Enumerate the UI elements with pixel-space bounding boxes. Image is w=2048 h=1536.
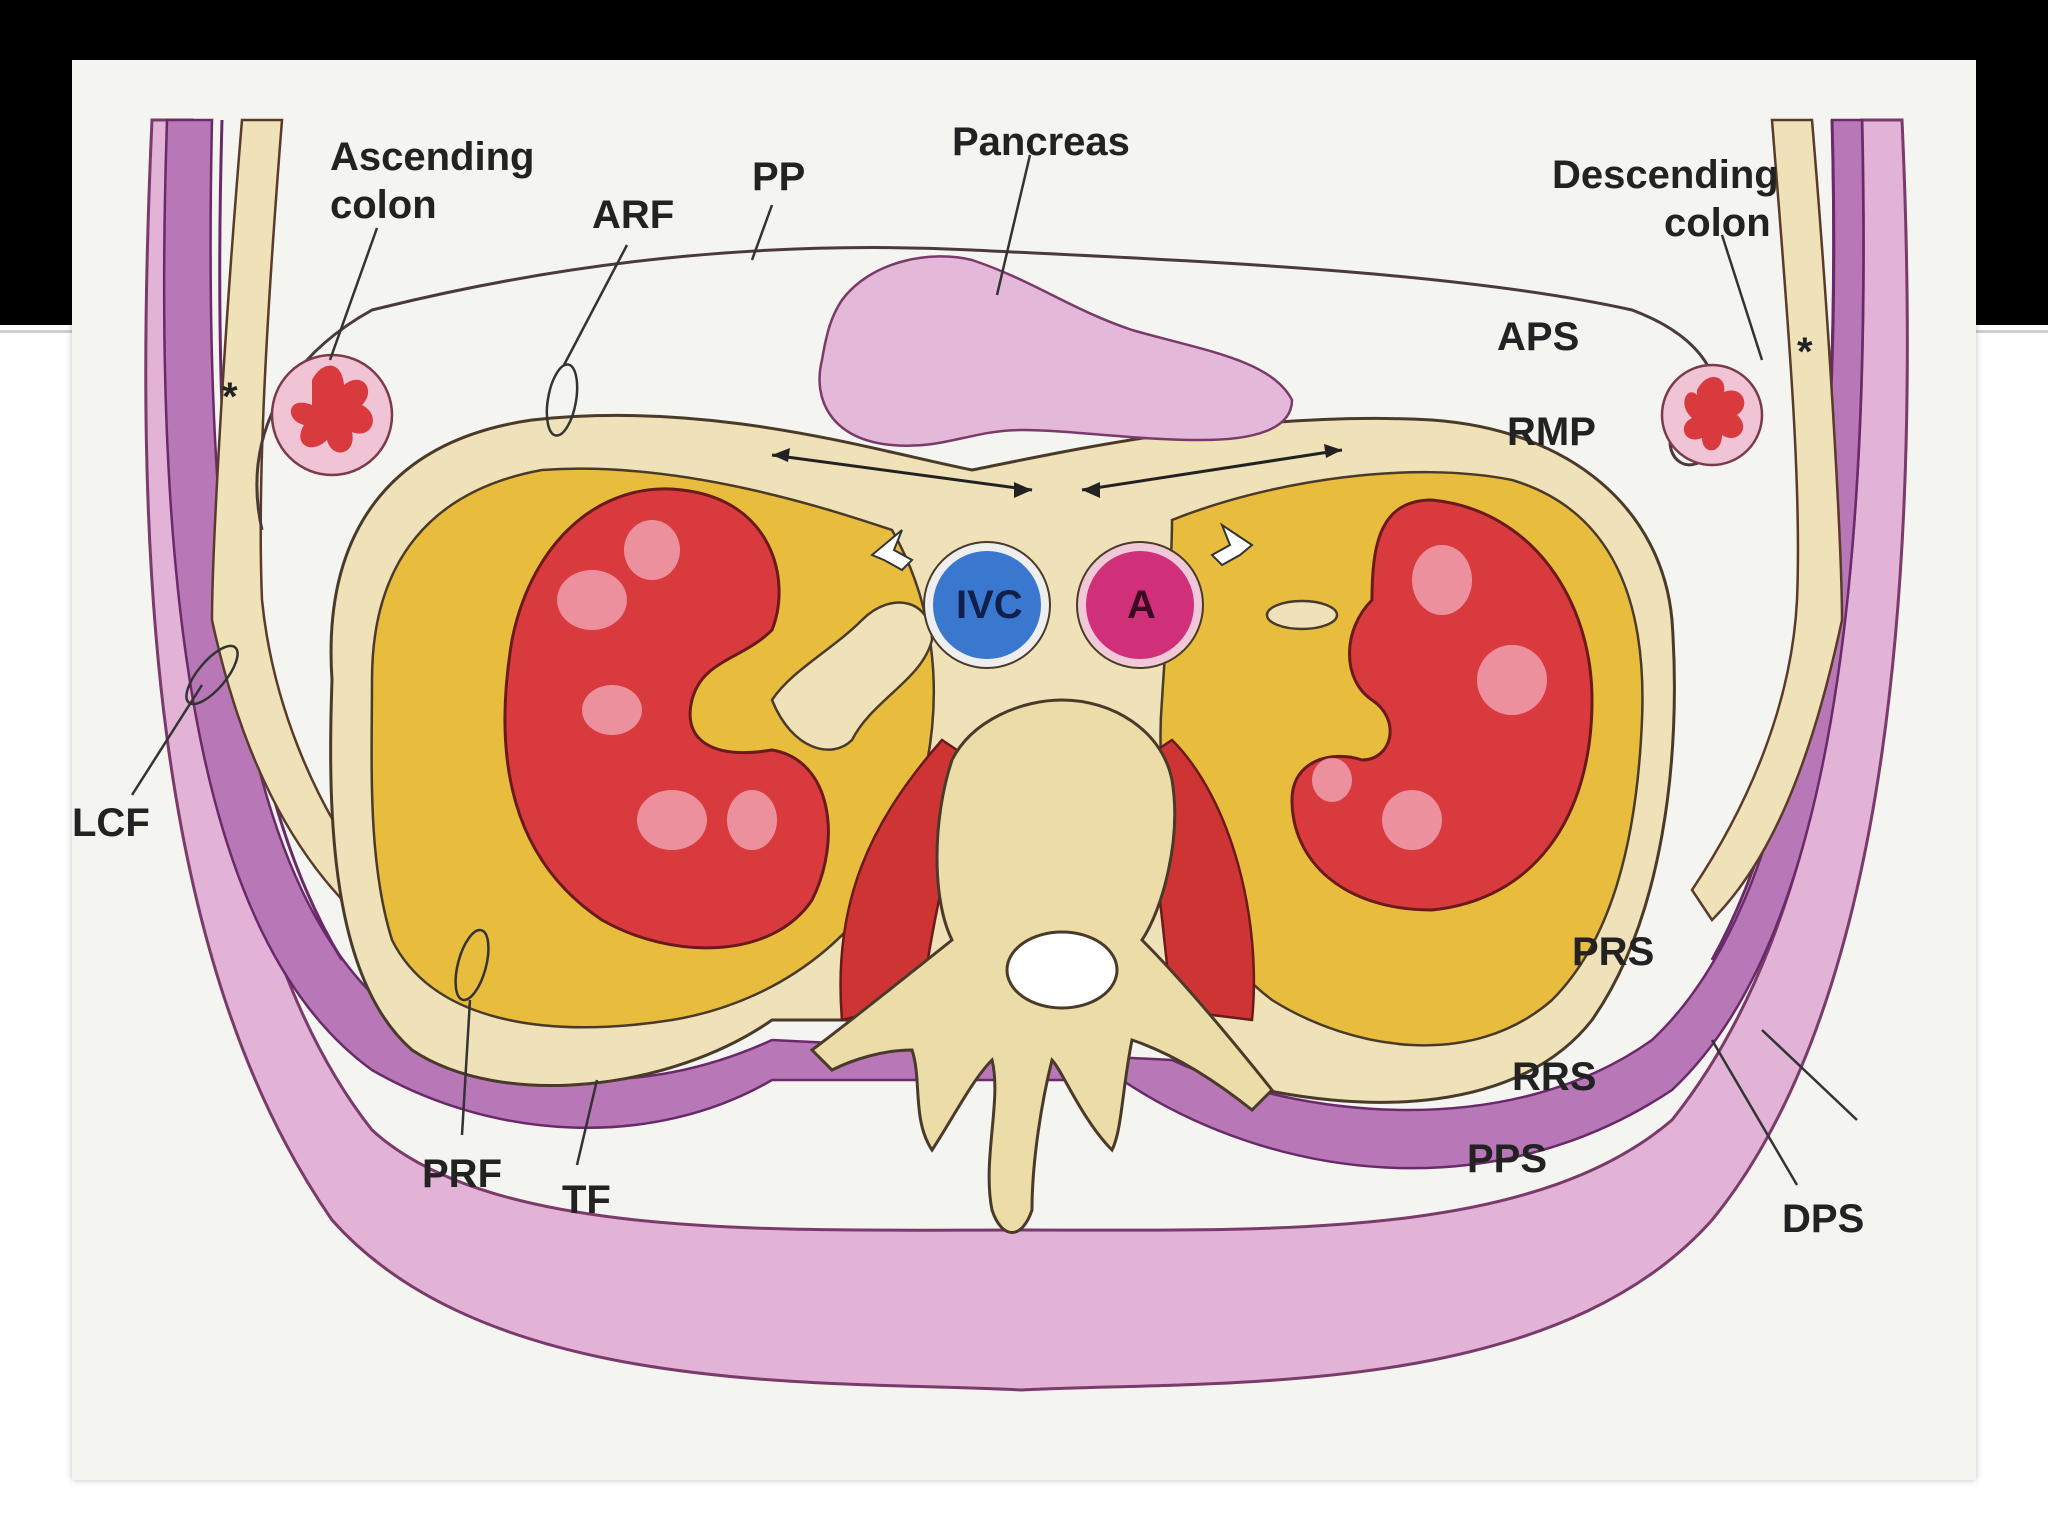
kidney-right-medulla-3 <box>1382 790 1442 850</box>
label-arf: ARF <box>592 193 674 237</box>
leader-tf <box>575 1079 599 1166</box>
arrowhead <box>772 448 790 462</box>
kidney-right-medulla-4 <box>1312 758 1352 802</box>
label-dps: DPS <box>1782 1197 1864 1241</box>
leader-pp <box>750 204 774 261</box>
label-prf: PRF <box>422 1152 502 1196</box>
leader-arf <box>562 244 629 366</box>
leader-ascending-colon <box>328 227 379 361</box>
kidney-left-medulla-3 <box>582 685 642 735</box>
label-prs: PRS <box>1572 930 1654 974</box>
diagram-svg: Ascending colon PP ARF Pancreas Descendi… <box>72 118 1909 1392</box>
ascending-colon-lumen <box>290 365 373 453</box>
arrowhead <box>1014 482 1032 498</box>
label-ascending-colon-line2: colon <box>330 183 437 227</box>
leader-dps-arrow <box>1761 1029 1858 1121</box>
leader-descending-colon <box>1720 234 1764 361</box>
white-arrow-right <box>1210 522 1254 567</box>
label-star-right: * <box>1797 330 1813 374</box>
descending-colon-lumen <box>1683 377 1745 451</box>
kidney-left-medulla-1 <box>557 570 627 630</box>
kidney-left-medulla-2 <box>624 520 680 580</box>
pancreas-organ <box>818 255 1294 448</box>
kidney-right-medulla-2 <box>1477 645 1547 715</box>
arrowhead <box>1324 444 1342 458</box>
ivc-vessel-outline <box>923 541 1051 669</box>
kidney-left-medulla-5 <box>727 790 777 850</box>
spinal-canal <box>1005 930 1119 1010</box>
kidney-right-medulla-1 <box>1412 545 1472 615</box>
leader-dps <box>1710 1039 1799 1186</box>
label-descending-colon-line2: colon <box>1664 201 1771 245</box>
arrow-left <box>771 453 1033 492</box>
lateral-conal-fascia-right <box>1690 118 1844 922</box>
label-descending-colon-line1: Descending <box>1552 153 1779 197</box>
lcf-marker <box>185 644 239 706</box>
leader-pancreas <box>995 154 1032 296</box>
label-ascending-colon-line1: Ascending <box>330 135 534 179</box>
retroperitoneum-diagram: Ascending colon PP ARF Pancreas Descendi… <box>72 60 1976 1480</box>
renal-vessel-right <box>1265 599 1339 631</box>
label-aorta: A <box>1127 583 1156 627</box>
label-star-left: * <box>222 375 238 419</box>
leader-prf <box>460 999 472 1136</box>
label-tf: TF <box>562 1178 611 1222</box>
arrow-right <box>1081 448 1343 492</box>
kidney-right <box>1290 498 1594 912</box>
label-rmp: RMP <box>1507 410 1596 454</box>
aorta-vessel <box>1078 543 1202 667</box>
arrowhead <box>1082 482 1100 498</box>
label-pps: PPS <box>1467 1137 1547 1181</box>
white-arrow-left <box>870 529 914 572</box>
label-aps: APS <box>1497 315 1579 359</box>
label-pancreas: Pancreas <box>952 120 1130 164</box>
leader-lcf <box>130 684 204 796</box>
label-lcf: LCF <box>72 801 150 845</box>
label-rrs: RRS <box>1512 1055 1596 1099</box>
abdominal-wall <box>144 118 1909 1392</box>
renal-pelvis-left <box>770 601 934 751</box>
aorta-vessel-outline <box>1076 541 1204 669</box>
label-ivc: IVC <box>956 583 1023 627</box>
ivc-vessel <box>925 543 1049 667</box>
label-pp: PP <box>752 155 805 199</box>
prf-marker <box>454 928 490 1002</box>
arf-marker <box>545 363 579 437</box>
kidney-left-medulla-4 <box>637 790 707 850</box>
